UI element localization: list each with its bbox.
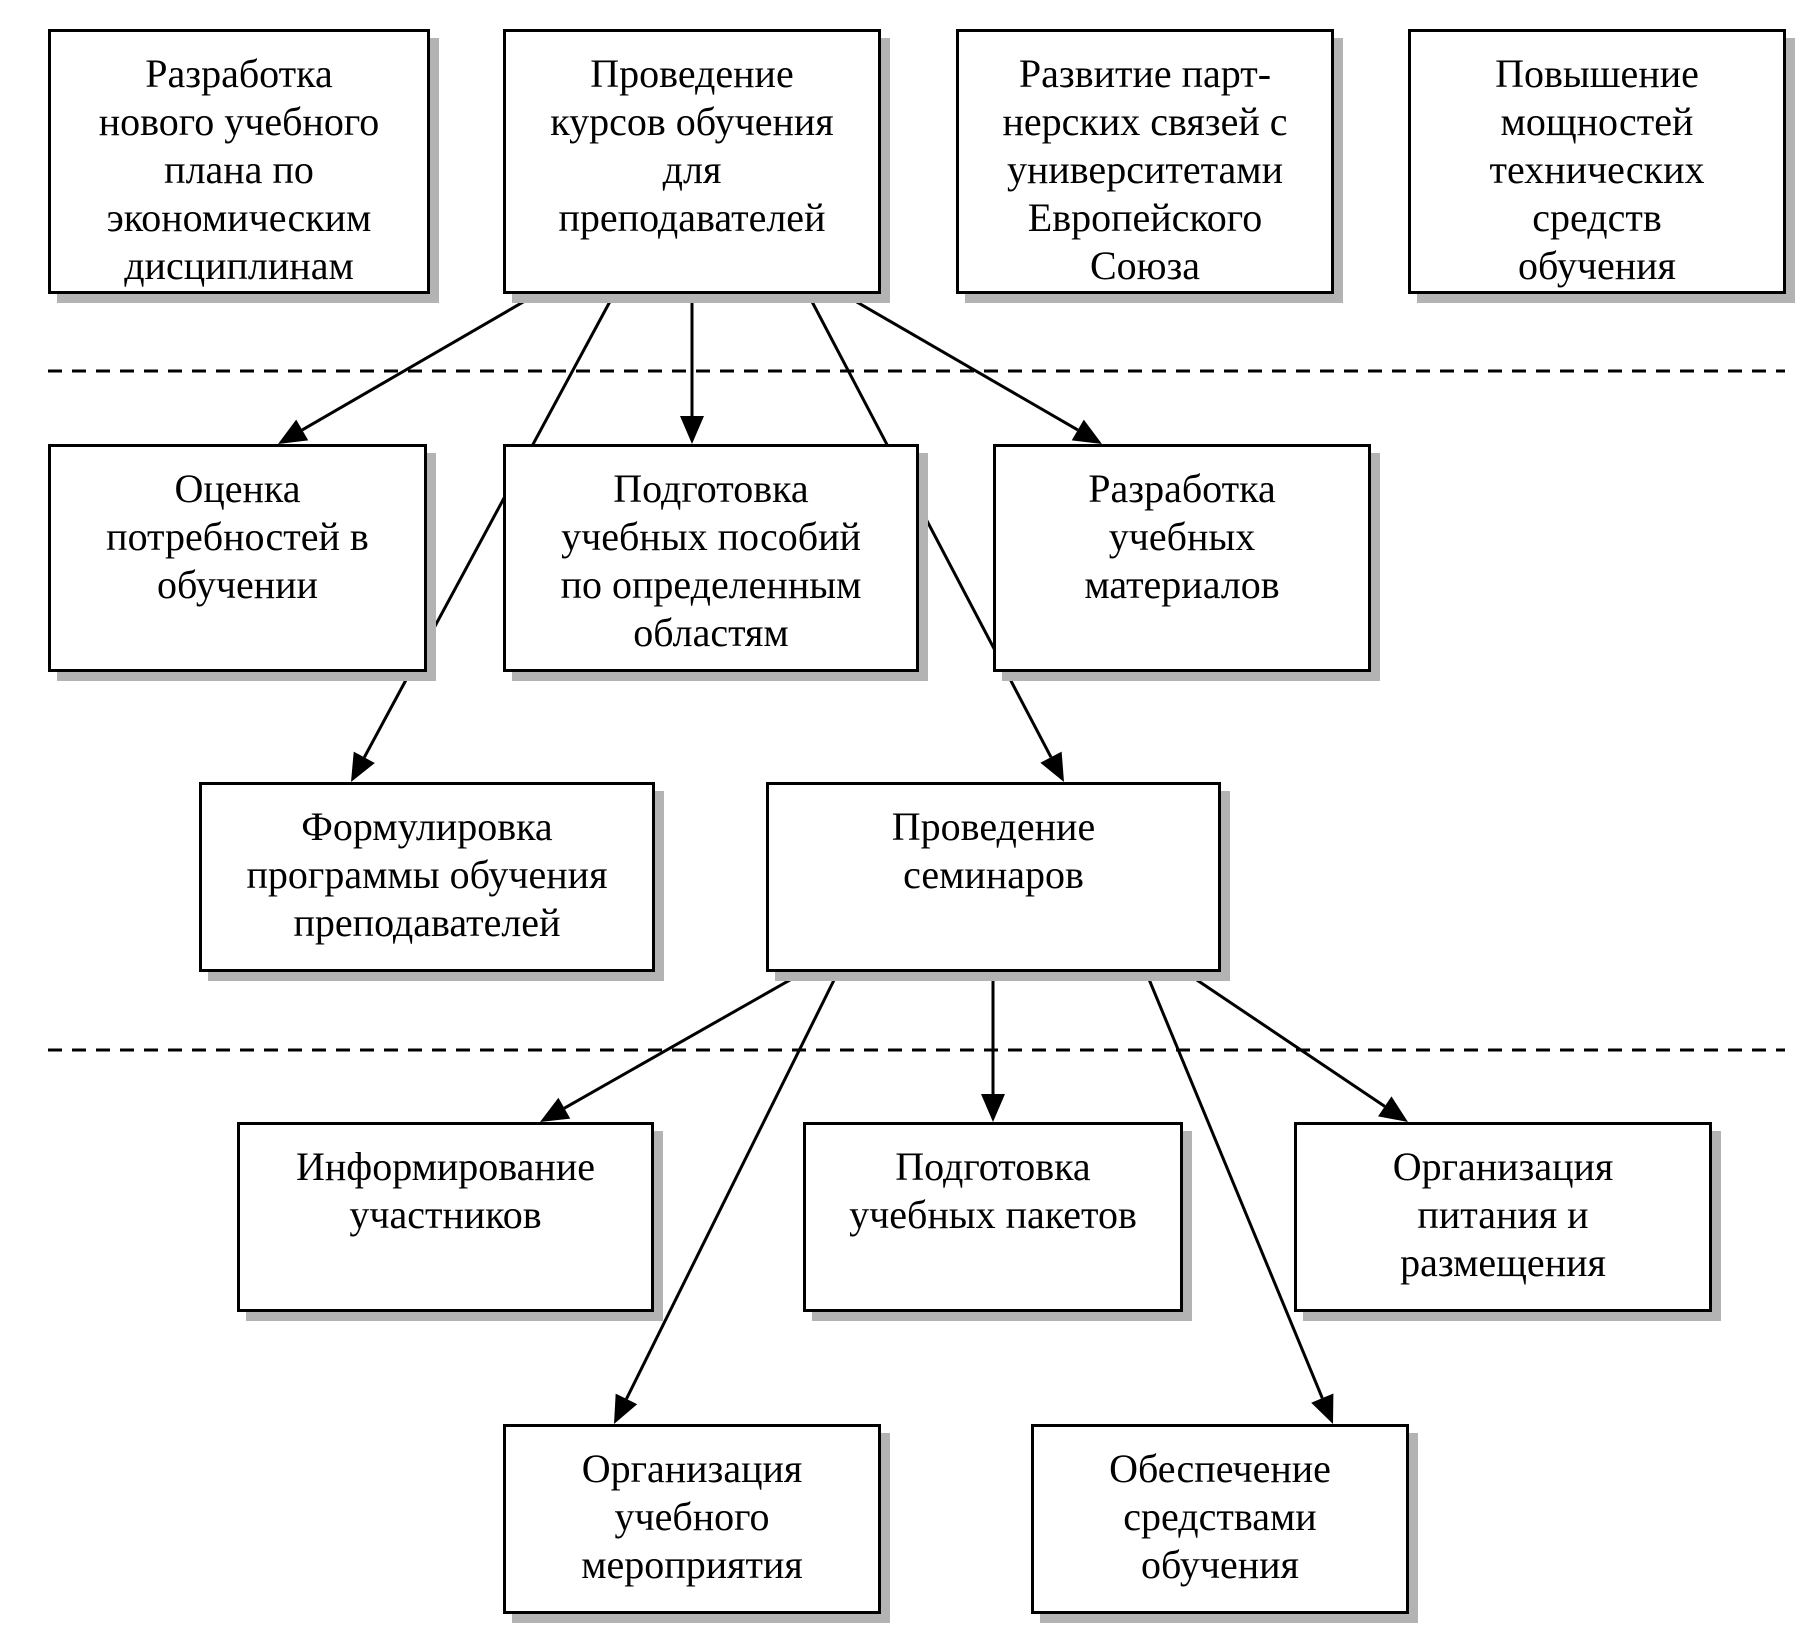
box-line: нерских связей с bbox=[1002, 99, 1288, 144]
box-line: учебных пакетов bbox=[849, 1192, 1137, 1237]
box-line: Разработка bbox=[1088, 466, 1276, 511]
box-line: мощностей bbox=[1500, 99, 1694, 144]
box-line: областям bbox=[633, 610, 789, 655]
box-line: Европейского bbox=[1027, 195, 1263, 240]
box-line: для bbox=[662, 147, 722, 192]
box-curriculum-development: Разработка нового учебного плана по экон… bbox=[48, 29, 430, 294]
box-line: программы обучения bbox=[246, 852, 608, 897]
box-line: обучения bbox=[1141, 1542, 1299, 1587]
box-line: Оценка bbox=[174, 466, 301, 511]
box-line: учебных пособий bbox=[561, 514, 861, 559]
box-line: университетами bbox=[1006, 147, 1284, 192]
box-line: Информирование bbox=[295, 1144, 595, 1189]
box-informing-participants: Информирование участников bbox=[237, 1122, 654, 1312]
box-event-organization: Организация учебного мероприятия bbox=[503, 1424, 881, 1614]
box-line: участников bbox=[349, 1192, 542, 1237]
box-line: Организация bbox=[581, 1446, 803, 1491]
box-line: средствами bbox=[1123, 1494, 1317, 1539]
box-line: Повышение bbox=[1495, 51, 1699, 96]
box-materials-development: Разработка учебных материалов bbox=[993, 444, 1371, 672]
box-line: Проведение bbox=[891, 804, 1096, 849]
box-line: питания и bbox=[1417, 1192, 1589, 1237]
connector-n2-n5 bbox=[301, 292, 538, 432]
box-line: обучения bbox=[1518, 243, 1676, 288]
connector-n9-n13 bbox=[625, 971, 840, 1400]
box-line: нового учебного bbox=[98, 99, 380, 144]
connector-n9-n14 bbox=[1144, 971, 1324, 1399]
box-line: Обеспечение bbox=[1109, 1446, 1331, 1491]
connector-n9-n10 bbox=[563, 970, 805, 1110]
box-line: средств bbox=[1532, 195, 1662, 240]
box-line: Проведение bbox=[590, 51, 794, 96]
box-line: Организация bbox=[1392, 1144, 1614, 1189]
box-line: дисциплинам bbox=[124, 243, 354, 288]
box-textbook-preparation: Подготовка учебных пособий по определенн… bbox=[503, 444, 919, 672]
box-line: материалов bbox=[1084, 562, 1280, 607]
connector-n2-n8 bbox=[362, 293, 616, 759]
connector-n2-n9 bbox=[806, 293, 1053, 758]
box-line: учебных bbox=[1108, 514, 1256, 559]
box-line: преподавателей bbox=[558, 195, 826, 240]
box-line: размещения bbox=[1400, 1240, 1606, 1285]
box-line: Союза bbox=[1089, 243, 1201, 288]
box-eu-partnerships: Развитие парт- нерских связей с универси… bbox=[956, 29, 1334, 294]
connector-n2-n7 bbox=[842, 292, 1079, 432]
box-technical-capacity: Повышение мощностей технических средств … bbox=[1408, 29, 1786, 294]
box-teacher-training-courses: Проведение курсов обучения для преподава… bbox=[503, 29, 881, 294]
box-catering-accommodation: Организация питания и размещения bbox=[1294, 1122, 1712, 1312]
box-needs-assessment: Оценка потребностей в обучении bbox=[48, 444, 427, 672]
box-line: мероприятия bbox=[581, 1542, 803, 1587]
connector-n9-n12 bbox=[1184, 970, 1386, 1108]
box-line: экономическим bbox=[106, 195, 372, 240]
box-line: по определенным bbox=[560, 562, 862, 607]
box-training-equipment: Обеспечение средствами обучения bbox=[1031, 1424, 1409, 1614]
box-line: Разработка bbox=[145, 51, 333, 96]
box-line: семинаров bbox=[903, 852, 1084, 897]
box-line: плана по bbox=[164, 147, 314, 192]
box-training-packages: Подготовка учебных пакетов bbox=[803, 1122, 1183, 1312]
box-seminars: Проведение семинаров bbox=[766, 782, 1221, 972]
box-line: преподавателей bbox=[293, 900, 561, 945]
box-program-formulation: Формулировка программы обучения преподав… bbox=[199, 782, 655, 972]
box-line: технических bbox=[1489, 147, 1705, 192]
box-line: курсов обучения bbox=[550, 99, 834, 144]
box-line: Развитие парт- bbox=[1018, 51, 1272, 96]
box-line: Подготовка bbox=[895, 1144, 1091, 1189]
box-line: потребностей в bbox=[106, 514, 369, 559]
box-line: Формулировка bbox=[301, 804, 553, 849]
box-line: Подготовка bbox=[613, 466, 809, 511]
box-line: обучении bbox=[157, 562, 318, 607]
box-line: учебного bbox=[614, 1494, 770, 1539]
